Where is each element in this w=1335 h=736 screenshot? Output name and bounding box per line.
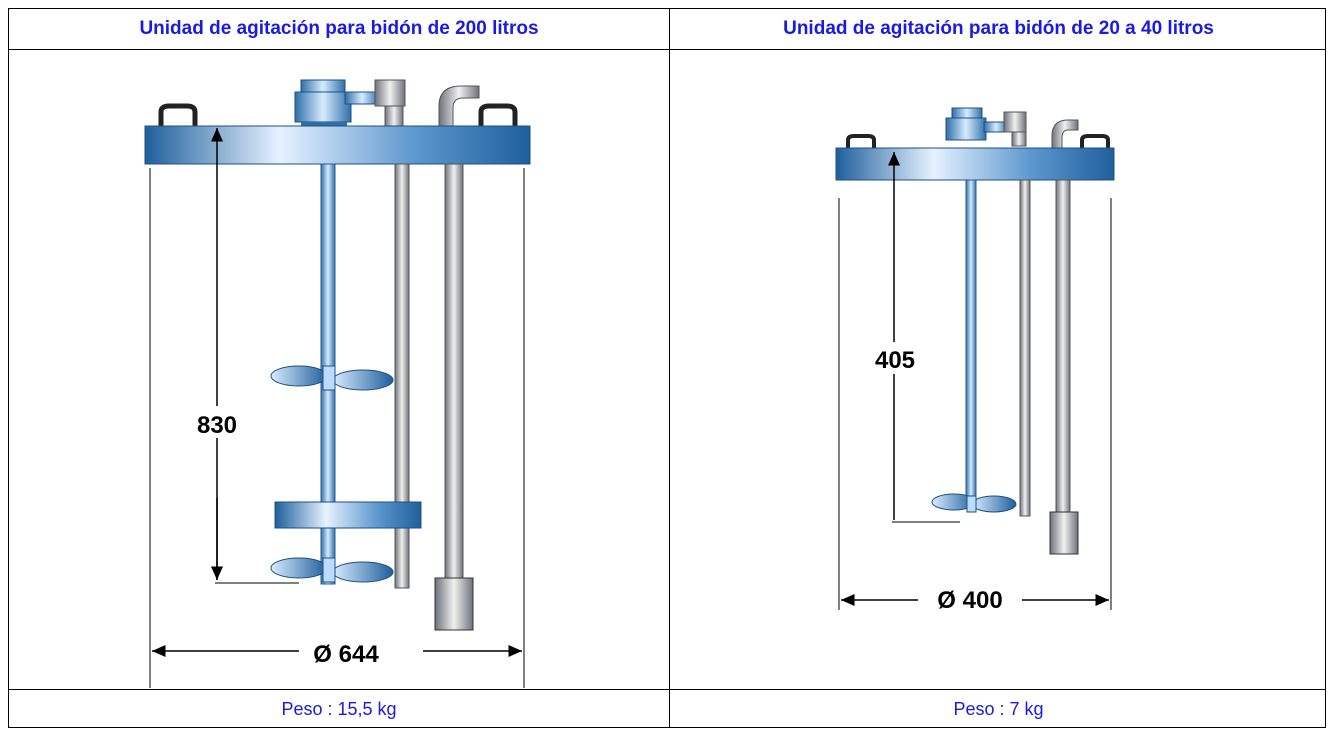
agitator-shaft bbox=[965, 179, 977, 499]
propeller-icon bbox=[270, 557, 394, 583]
height-dimension-label: 830 bbox=[197, 412, 237, 439]
pipe-foot bbox=[434, 577, 474, 631]
bracket-clamp bbox=[274, 501, 422, 529]
flange-plate bbox=[835, 147, 1115, 181]
right-agitator-diagram: 405 Ø 400 bbox=[835, 107, 1115, 614]
left-agitator-diagram: 830 Ø 644 bbox=[144, 79, 531, 688]
return-pipe bbox=[1055, 179, 1071, 515]
handle-icon bbox=[1080, 134, 1110, 150]
header-divider bbox=[9, 49, 1325, 50]
elbow-pipe-icon bbox=[438, 85, 480, 129]
left-weight: Peso : 15,5 kg bbox=[281, 699, 397, 719]
footer-divider bbox=[9, 689, 1325, 690]
suction-tube bbox=[1019, 179, 1031, 517]
spec-table: Unidad de agitación para bidón de 200 li… bbox=[8, 8, 1326, 728]
elbow-pipe-icon bbox=[1051, 119, 1079, 149]
suction-tube bbox=[394, 163, 410, 589]
flange-plate bbox=[144, 125, 531, 165]
right-title: Unidad de agitación para bidón de 20 a 4… bbox=[783, 18, 1214, 39]
propeller-icon bbox=[270, 365, 394, 391]
right-weight: Peso : 7 kg bbox=[953, 699, 1044, 719]
height-dimension-label: 405 bbox=[875, 347, 915, 374]
motor-icon bbox=[945, 107, 1027, 147]
diameter-dimension-label: Ø 644 bbox=[313, 641, 379, 668]
propeller-icon bbox=[931, 493, 1017, 513]
column-divider bbox=[669, 9, 670, 727]
handle-icon bbox=[478, 103, 518, 128]
motor-icon bbox=[294, 79, 406, 130]
handle-icon bbox=[158, 103, 198, 128]
return-pipe bbox=[444, 163, 464, 585]
pipe-foot bbox=[1049, 511, 1079, 555]
left-title: Unidad de agitación para bidón de 200 li… bbox=[139, 18, 539, 39]
diameter-dimension-label: Ø 400 bbox=[937, 587, 1002, 614]
handle-icon bbox=[846, 134, 876, 150]
